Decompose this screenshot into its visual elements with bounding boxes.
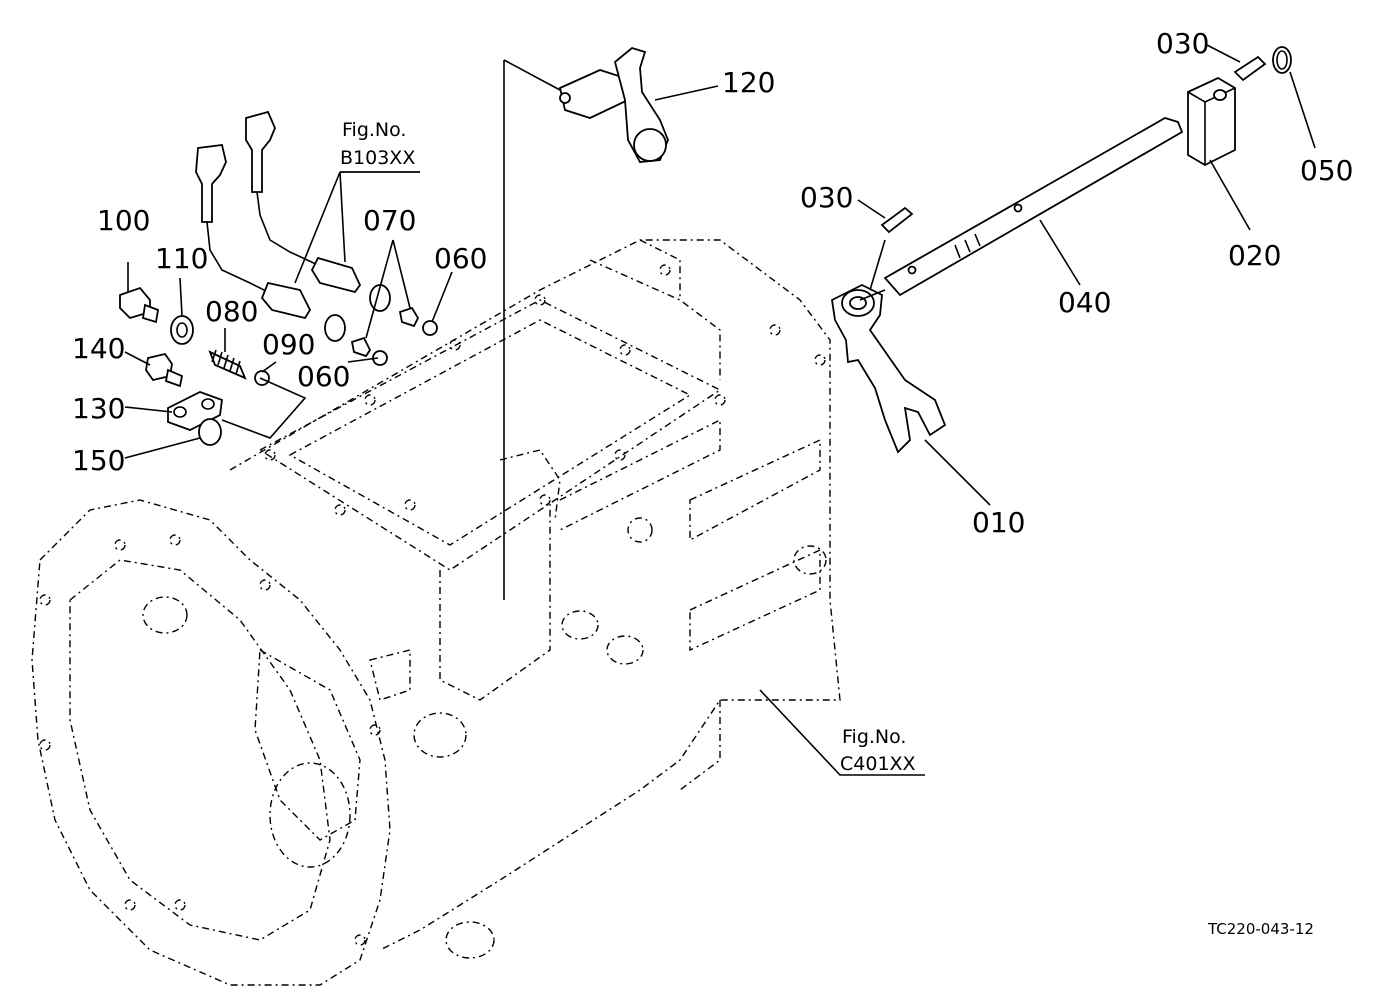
shift-fork-010[interactable] <box>831 283 947 454</box>
label-070: 070 <box>363 204 416 237</box>
label-060-upper: 060 <box>434 242 487 275</box>
b103-ref-line1: Fig.No. <box>342 119 406 141</box>
case-bolt-holes <box>39 264 826 946</box>
spring-080[interactable] <box>208 349 247 380</box>
shift-block-020[interactable] <box>1187 76 1236 167</box>
label-040: 040 <box>1058 286 1111 319</box>
ball-060[interactable] <box>372 320 438 366</box>
label-020: 020 <box>1228 239 1281 272</box>
label-060-lower: 060 <box>297 360 350 393</box>
label-120: 120 <box>722 66 775 99</box>
snap-ring-050[interactable] <box>1272 46 1292 74</box>
neutral-switch-upper[interactable] <box>245 110 362 294</box>
spring-pin-030-block[interactable] <box>1233 55 1267 82</box>
figure-reference-c401xx[interactable]: Fig.No. C401XX <box>840 726 916 775</box>
label-080: 080 <box>205 295 258 328</box>
label-100: 100 <box>97 204 150 237</box>
spring-pin-030-rod[interactable] <box>880 206 914 234</box>
plunger-070[interactable] <box>350 306 420 358</box>
neutral-switch-lower[interactable] <box>195 144 312 320</box>
washer-110[interactable] <box>170 315 194 345</box>
ball-090[interactable] <box>254 370 270 386</box>
o-ring-150[interactable] <box>198 418 222 446</box>
figure-reference-b103xx[interactable]: Fig.No. B103XX <box>340 119 415 169</box>
shift-rod-040[interactable] <box>883 117 1184 297</box>
label-110: 110 <box>155 242 208 275</box>
washer-070-a[interactable] <box>324 284 391 342</box>
c401-ref-line1: Fig.No. <box>842 726 906 748</box>
bolt-140[interactable] <box>145 352 184 388</box>
plug-100[interactable] <box>119 286 160 324</box>
label-030-block: 030 <box>1156 27 1209 60</box>
b103-ref-line2: B103XX <box>340 147 415 169</box>
c401-ref-line2: C401XX <box>840 753 916 775</box>
leader-lines <box>124 43 1316 776</box>
label-140: 140 <box>72 332 125 365</box>
label-090: 090 <box>262 328 315 361</box>
shift-arm-120[interactable] <box>558 46 669 163</box>
part-labels: 010 020 030 030 040 050 060 060 070 080 … <box>72 27 1353 539</box>
label-010: 010 <box>972 506 1025 539</box>
transmission-case <box>31 239 841 986</box>
label-030-rod: 030 <box>800 181 853 214</box>
drawing-code: TC220-043-12 <box>1207 920 1314 938</box>
label-050: 050 <box>1300 154 1353 187</box>
label-130: 130 <box>72 392 125 425</box>
label-150: 150 <box>72 444 125 477</box>
